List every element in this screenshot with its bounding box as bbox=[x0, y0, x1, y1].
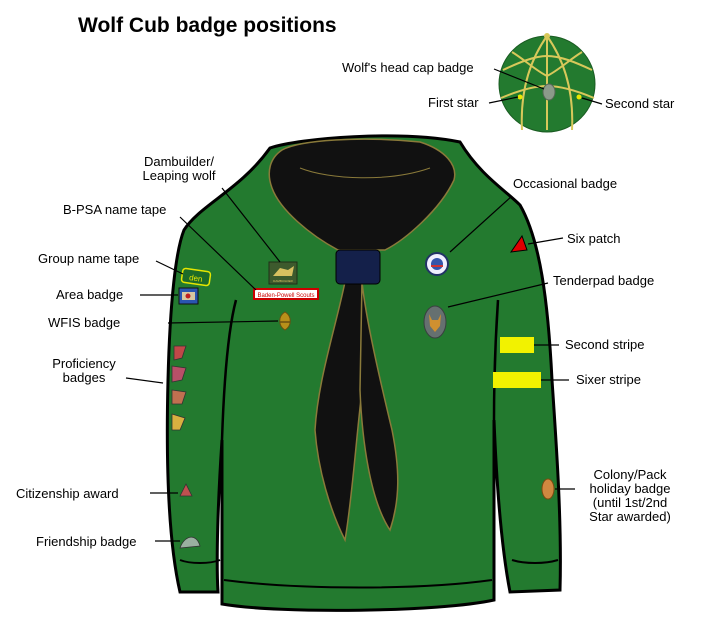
leader-dambuilder bbox=[221, 187, 281, 263]
occasional-badge-center bbox=[431, 258, 443, 270]
label-citizenship: Citizenship award bbox=[16, 486, 119, 501]
citizenship-award-badge bbox=[179, 483, 193, 497]
diagram-title: Wolf Cub badge positions bbox=[78, 14, 337, 37]
leader-tenderpad bbox=[447, 282, 549, 308]
scarf-fold bbox=[299, 167, 431, 179]
scarf bbox=[268, 138, 456, 543]
colony-pack-holiday-badge bbox=[541, 478, 555, 500]
label-colony-pack: Colony/Pack holiday badge (until 1st/2nd… bbox=[589, 467, 671, 524]
leader-wfis-badge bbox=[167, 320, 279, 324]
group-name-tape bbox=[180, 267, 212, 287]
cap-seam bbox=[520, 35, 548, 131]
label-bpsa-tape: B-PSA name tape bbox=[63, 202, 167, 217]
leader-bpsa-tape bbox=[179, 216, 257, 291]
label-proficiency: Proficiency badges bbox=[52, 356, 116, 385]
right-cuff bbox=[511, 559, 559, 564]
sixer-stripe bbox=[493, 372, 541, 388]
leader-cap-badge bbox=[493, 68, 545, 90]
proficiency-badge bbox=[173, 345, 187, 361]
label-second-star: Second star bbox=[605, 96, 675, 111]
leader-proficiency bbox=[125, 377, 164, 384]
leader-occasional bbox=[449, 195, 513, 253]
label-six-patch: Six patch bbox=[567, 231, 621, 246]
leader-second-star bbox=[581, 97, 603, 105]
proficiency-badge bbox=[171, 365, 187, 383]
proficiency-badge bbox=[171, 413, 186, 431]
dambuilder-badge-text: DAMBUILDER bbox=[273, 279, 294, 283]
label-area-badge: Area badge bbox=[56, 287, 124, 302]
leader-group-tape bbox=[155, 260, 184, 275]
label-sixer-stripe: Sixer stripe bbox=[576, 372, 642, 387]
left-sleeve-seam bbox=[220, 299, 238, 441]
wolf-head-icon bbox=[429, 314, 441, 332]
friendship-badge bbox=[179, 536, 201, 549]
right-sleeve-seam bbox=[492, 299, 500, 421]
second-star-icon bbox=[576, 94, 582, 100]
label-group-tape: Group name tape bbox=[38, 251, 140, 266]
cap-seam bbox=[546, 35, 574, 131]
badges: DAMBUILDER Baden-Powell Scouts den bbox=[171, 234, 555, 549]
label-wfis-badge: WFIS badge bbox=[48, 315, 121, 330]
first-star-icon bbox=[517, 94, 523, 100]
cap-seam bbox=[502, 54, 593, 71]
six-patch bbox=[509, 234, 528, 253]
wfis-badge bbox=[279, 311, 291, 331]
leaping-wolf-icon bbox=[273, 266, 294, 276]
leader-six-patch bbox=[527, 237, 564, 245]
label-first-star: First star bbox=[428, 95, 479, 110]
label-second-stripe: Second stripe bbox=[565, 337, 645, 352]
name-tape-text: Baden-Powell Scouts bbox=[257, 293, 314, 299]
proficiency-badge bbox=[171, 389, 187, 405]
label-cap-badge: Wolf's head cap badge bbox=[342, 60, 474, 75]
left-cuff bbox=[179, 559, 221, 564]
label-occasional: Occasional badge bbox=[513, 176, 618, 191]
cap-seam bbox=[511, 51, 548, 77]
cap-button bbox=[544, 33, 550, 39]
area-badge-detail bbox=[185, 293, 191, 299]
wolfs-head-cap-badge bbox=[542, 83, 556, 101]
scarf-tail-left bbox=[314, 281, 363, 543]
leader-lines bbox=[125, 68, 603, 542]
cap bbox=[498, 33, 596, 133]
waistband bbox=[223, 579, 493, 589]
label-friendship: Friendship badge bbox=[36, 534, 137, 549]
scarf-collar bbox=[268, 138, 456, 251]
bpsa-name-tape bbox=[253, 288, 319, 300]
leader-first-star bbox=[488, 96, 519, 104]
label-dambuilder: Dambuilder/ Leaping wolf bbox=[142, 154, 216, 183]
group-name-tape-text: den bbox=[189, 273, 203, 284]
second-stripe bbox=[500, 337, 534, 353]
woggle bbox=[335, 249, 381, 285]
label-tenderpad: Tenderpad badge bbox=[553, 273, 655, 288]
cap-seam bbox=[546, 51, 583, 77]
scarf-tail-right bbox=[359, 281, 399, 532]
